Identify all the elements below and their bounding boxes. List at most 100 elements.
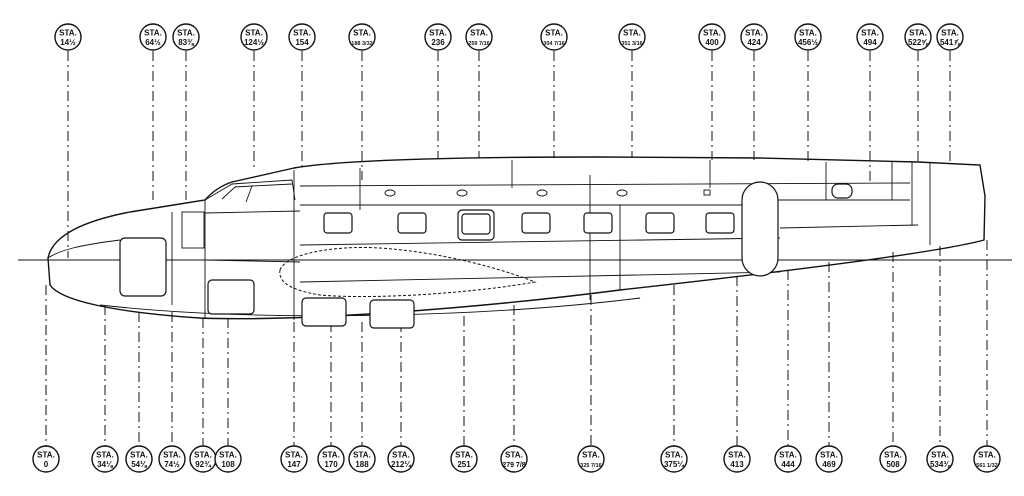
bottom-station-number: 534⅜ [930, 460, 951, 469]
bottom-station-circle [158, 445, 186, 473]
bottom-station-8: STA.188 [348, 445, 376, 473]
top-station-6: STA.236 [424, 23, 452, 51]
top-station-number: 522⅝ [908, 38, 929, 47]
doors-and-hatches [119, 181, 779, 329]
bottom-station-18: STA.534⅜ [926, 445, 954, 473]
top-station-prefix: STA. [941, 29, 959, 38]
top-station-12: STA.456½ [794, 23, 822, 51]
bottom-station-prefix: STA. [285, 451, 303, 460]
bottom-station-number: 54⅛ [131, 460, 148, 469]
wing-fillet-outline [279, 246, 537, 298]
top-station-2: STA.83⅜ [172, 23, 200, 51]
bottom-station-number: 147 [287, 460, 301, 469]
bottom-station-prefix: STA. [931, 451, 949, 460]
bottom-station-prefix: STA. [353, 451, 371, 460]
bottom-station-number: 413 [730, 460, 744, 469]
top-station-prefix: STA. [799, 29, 817, 38]
cabin-windows [323, 183, 853, 241]
bottom-station-prefix: STA. [219, 451, 237, 460]
bottom-station-prefix: STA. [582, 451, 600, 460]
bottom-station-prefix: STA. [455, 451, 473, 460]
bottom-station-number: 251 [457, 460, 471, 469]
bottom-station-prefix: STA. [665, 451, 683, 460]
top-station-circle [856, 23, 884, 51]
top-station-circle [698, 23, 726, 51]
top-station-prefix: STA. [545, 29, 563, 38]
top-station-prefix: STA. [245, 29, 263, 38]
top-station-8: STA. 304 7/16 [540, 23, 568, 51]
bottom-station-number: 188 [355, 460, 369, 469]
top-station-number: 400 [705, 38, 719, 47]
bottom-station-circle [125, 445, 153, 473]
bottom-station-5: STA.108 [214, 445, 242, 473]
top-station-4: STA.154 [288, 23, 316, 51]
bottom-station-prefix: STA. [130, 451, 148, 460]
bottom-station-19: STA. 561 1/32 [973, 445, 1001, 473]
top-station-0: STA.14½ [54, 23, 82, 51]
top-station-number: 14½ [60, 38, 76, 47]
bottom-station-circle [387, 445, 415, 473]
bottom-station-prefix: STA. [978, 451, 996, 460]
top-station-number: 351 3/16 [621, 41, 642, 47]
top-station-number: 124½ [244, 38, 264, 47]
top-station-circle [424, 23, 452, 51]
top-station-3: STA.124½ [240, 23, 268, 51]
top-station-number: 304 7/16 [543, 41, 564, 47]
top-station-circle [172, 23, 200, 51]
bottom-station-prefix: STA. [163, 451, 181, 460]
top-station-number: 64½ [145, 38, 161, 47]
top-station-9: STA. 351 3/16 [618, 23, 646, 51]
bottom-station-10: STA.251 [450, 445, 478, 473]
top-station-circle [465, 23, 493, 51]
top-station-prefix: STA. [59, 29, 77, 38]
bottom-station-circle [317, 445, 345, 473]
bottom-station-number: 34⅛ [97, 460, 114, 469]
bottom-station-circle [214, 445, 242, 473]
bottom-station-number: 92¾ [195, 460, 212, 469]
top-station-14: STA.522⅝ [904, 23, 932, 51]
bottom-station-number: 279 7/8 [502, 462, 525, 469]
bottom-station-prefix: STA. [194, 451, 212, 460]
bottom-station-circle [577, 445, 605, 473]
bottom-station-7: STA.170 [317, 445, 345, 473]
bottom-station-number: 0 [44, 460, 49, 469]
bottom-station-number: 74½ [164, 460, 180, 469]
bottom-station-circle [926, 445, 954, 473]
top-station-number: 83⅜ [178, 38, 195, 47]
top-station-prefix: STA. [470, 29, 488, 38]
bottom-station-prefix: STA. [392, 451, 410, 460]
bottom-station-17: STA.508 [879, 445, 907, 473]
bottom-station-12: STA.325 7/16 [577, 445, 605, 473]
bottom-station-0: STA.0 [32, 445, 60, 473]
top-station-number: 259 7/16 [468, 41, 489, 47]
top-station-number: 236 [431, 38, 445, 47]
top-station-prefix: STA. [909, 29, 927, 38]
bottom-station-prefix: STA. [884, 451, 902, 460]
top-station-prefix: STA. [703, 29, 721, 38]
bottom-station-circle [450, 445, 478, 473]
top-station-11: STA.424 [740, 23, 768, 51]
bottom-station-circle [774, 445, 802, 473]
bottom-station-markers: STA.0STA.34⅛STA.54⅛STA.74½STA.92¾STA.108… [32, 445, 1001, 473]
bottom-station-circle [815, 445, 843, 473]
top-station-prefix: STA. [177, 29, 195, 38]
top-station-prefix: STA. [623, 29, 641, 38]
bottom-station-3: STA.74½ [158, 445, 186, 473]
bottom-station-circle [879, 445, 907, 473]
bottom-station-1: STA.34⅛ [91, 445, 119, 473]
bottom-station-prefix: STA. [820, 451, 838, 460]
bottom-station-circle [500, 445, 528, 473]
bottom-station-prefix: STA. [37, 451, 55, 460]
top-station-circle [936, 23, 964, 51]
top-station-circle [618, 23, 646, 51]
top-station-number: 424 [747, 38, 761, 47]
bottom-station-13: STA.375¼ [660, 445, 688, 473]
top-station-circle [540, 23, 568, 51]
bottom-station-6: STA.147 [280, 445, 308, 473]
bottom-station-circle [973, 445, 1001, 473]
bottom-station-number: 561 1/32 [976, 463, 997, 469]
bottom-station-2: STA.54⅛ [125, 445, 153, 473]
bottom-station-number: 444 [781, 460, 795, 469]
bottom-station-prefix: STA. [779, 451, 797, 460]
